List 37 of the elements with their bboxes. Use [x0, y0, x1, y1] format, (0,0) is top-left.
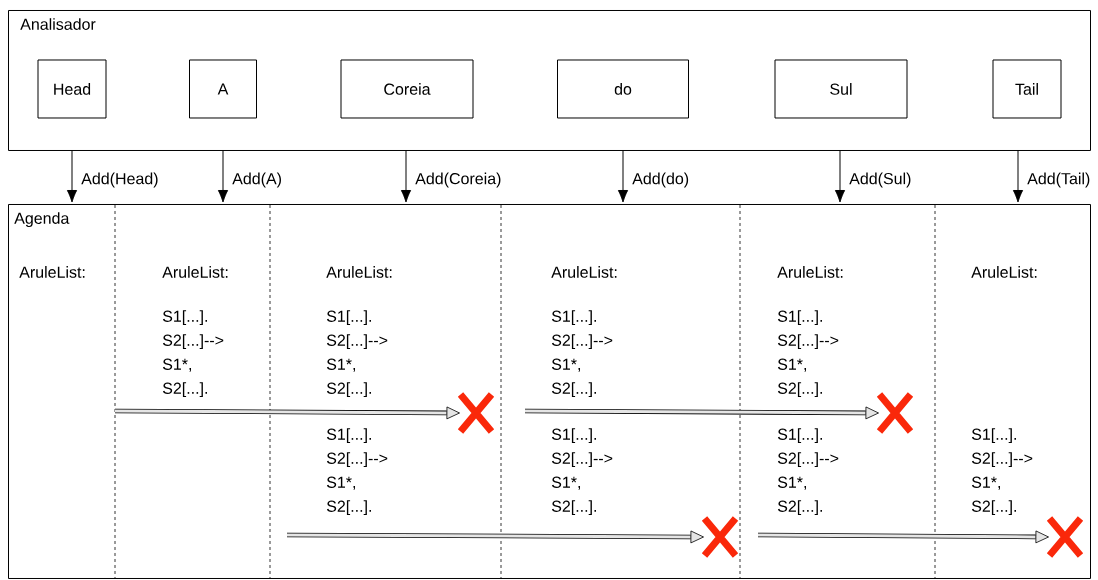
token-box: Head: [37, 59, 107, 119]
arrow: [758, 530, 1049, 544]
rule-text: S1[...]. S2[...]--> S1*, S2[...].: [162, 310, 224, 398]
cross-mark: [876, 391, 914, 435]
cross-mark: [701, 515, 739, 559]
arrow: [217, 150, 229, 203]
list-heading: AruleList:: [162, 266, 228, 278]
arrow: [1012, 150, 1024, 203]
token-box: A: [189, 59, 257, 119]
cross-mark: [1046, 515, 1084, 559]
arrow: [115, 406, 460, 420]
list-heading: AruleList:: [777, 266, 843, 278]
list-heading: AruleList:: [326, 266, 392, 278]
token-box: Coreia: [340, 59, 474, 119]
arrow: [400, 150, 412, 203]
rule-text: S1[...]. S2[...]--> S1*, S2[...].: [777, 428, 839, 516]
token-box: Tail: [992, 59, 1062, 119]
edge-label: Add(Head): [80, 171, 160, 189]
arrow: [525, 406, 879, 420]
token-box: do: [557, 59, 689, 119]
arrow: [834, 150, 846, 203]
edge-label: Add(A): [231, 171, 283, 189]
edge-label: Add(Coreia): [414, 171, 503, 189]
edge-label: Add(Tail): [1026, 171, 1092, 189]
arrow: [66, 150, 78, 203]
list-heading: AruleList:: [971, 266, 1037, 278]
rule-text: S1[...]. S2[...]--> S1*, S2[...].: [326, 310, 388, 398]
edge-label: Add(do): [631, 171, 691, 189]
cross-mark: [457, 391, 495, 435]
edge-label: Add(Sul): [848, 171, 913, 189]
rule-text: S1[...]. S2[...]--> S1*, S2[...].: [326, 428, 388, 516]
list-heading: AruleList:: [19, 266, 85, 278]
rule-text: S1[...]. S2[...]--> S1*, S2[...].: [551, 428, 613, 516]
token-box: Sul: [774, 59, 908, 119]
arrow: [287, 530, 704, 544]
list-heading: AruleList:: [551, 266, 617, 278]
arrow: [617, 150, 629, 203]
